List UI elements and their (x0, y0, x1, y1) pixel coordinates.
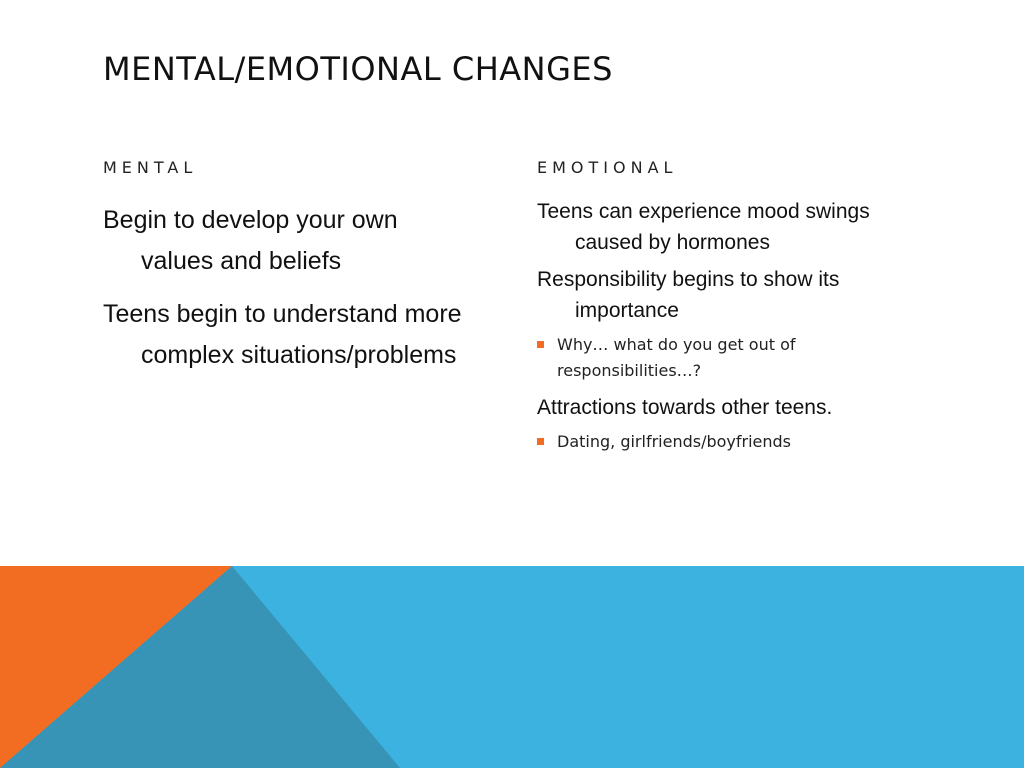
band-steel-blue-triangle (0, 566, 400, 768)
sub-bullet-text: Dating, girlfriends/boyfriends (557, 432, 792, 451)
mental-paragraph-values: Begin to develop your own values and bel… (103, 206, 398, 275)
decorative-color-band (0, 566, 1024, 768)
square-bullet-icon (537, 341, 544, 348)
emotional-paragraph-attractions: Attractions towards other teens. (537, 396, 833, 419)
mental-paragraph-situations: Teens begin to understand more complex s… (103, 300, 462, 369)
emotional-paragraph-mood-swings: Teens can experience mood swings caused … (537, 200, 870, 254)
sub-bullet-text: Why… what do you get out of responsibili… (557, 335, 796, 380)
emotional-sub-bullet-why: Why… what do you get out of responsibili… (537, 332, 897, 384)
emotional-column-header: EMOTIONAL (537, 158, 678, 177)
mental-column-header: MENTAL (103, 158, 198, 177)
emotional-sub-bullet-dating: Dating, girlfriends/boyfriends (537, 429, 897, 455)
slide-title: MENTAL/EMOTIONAL CHANGES (103, 50, 613, 88)
mental-column-body: Begin to develop your own values and bel… (103, 200, 463, 388)
emotional-column-body: Teens can experience mood swings caused … (537, 196, 897, 463)
square-bullet-icon (537, 438, 544, 445)
emotional-paragraph-responsibility: Responsibility begins to show its import… (537, 268, 840, 322)
